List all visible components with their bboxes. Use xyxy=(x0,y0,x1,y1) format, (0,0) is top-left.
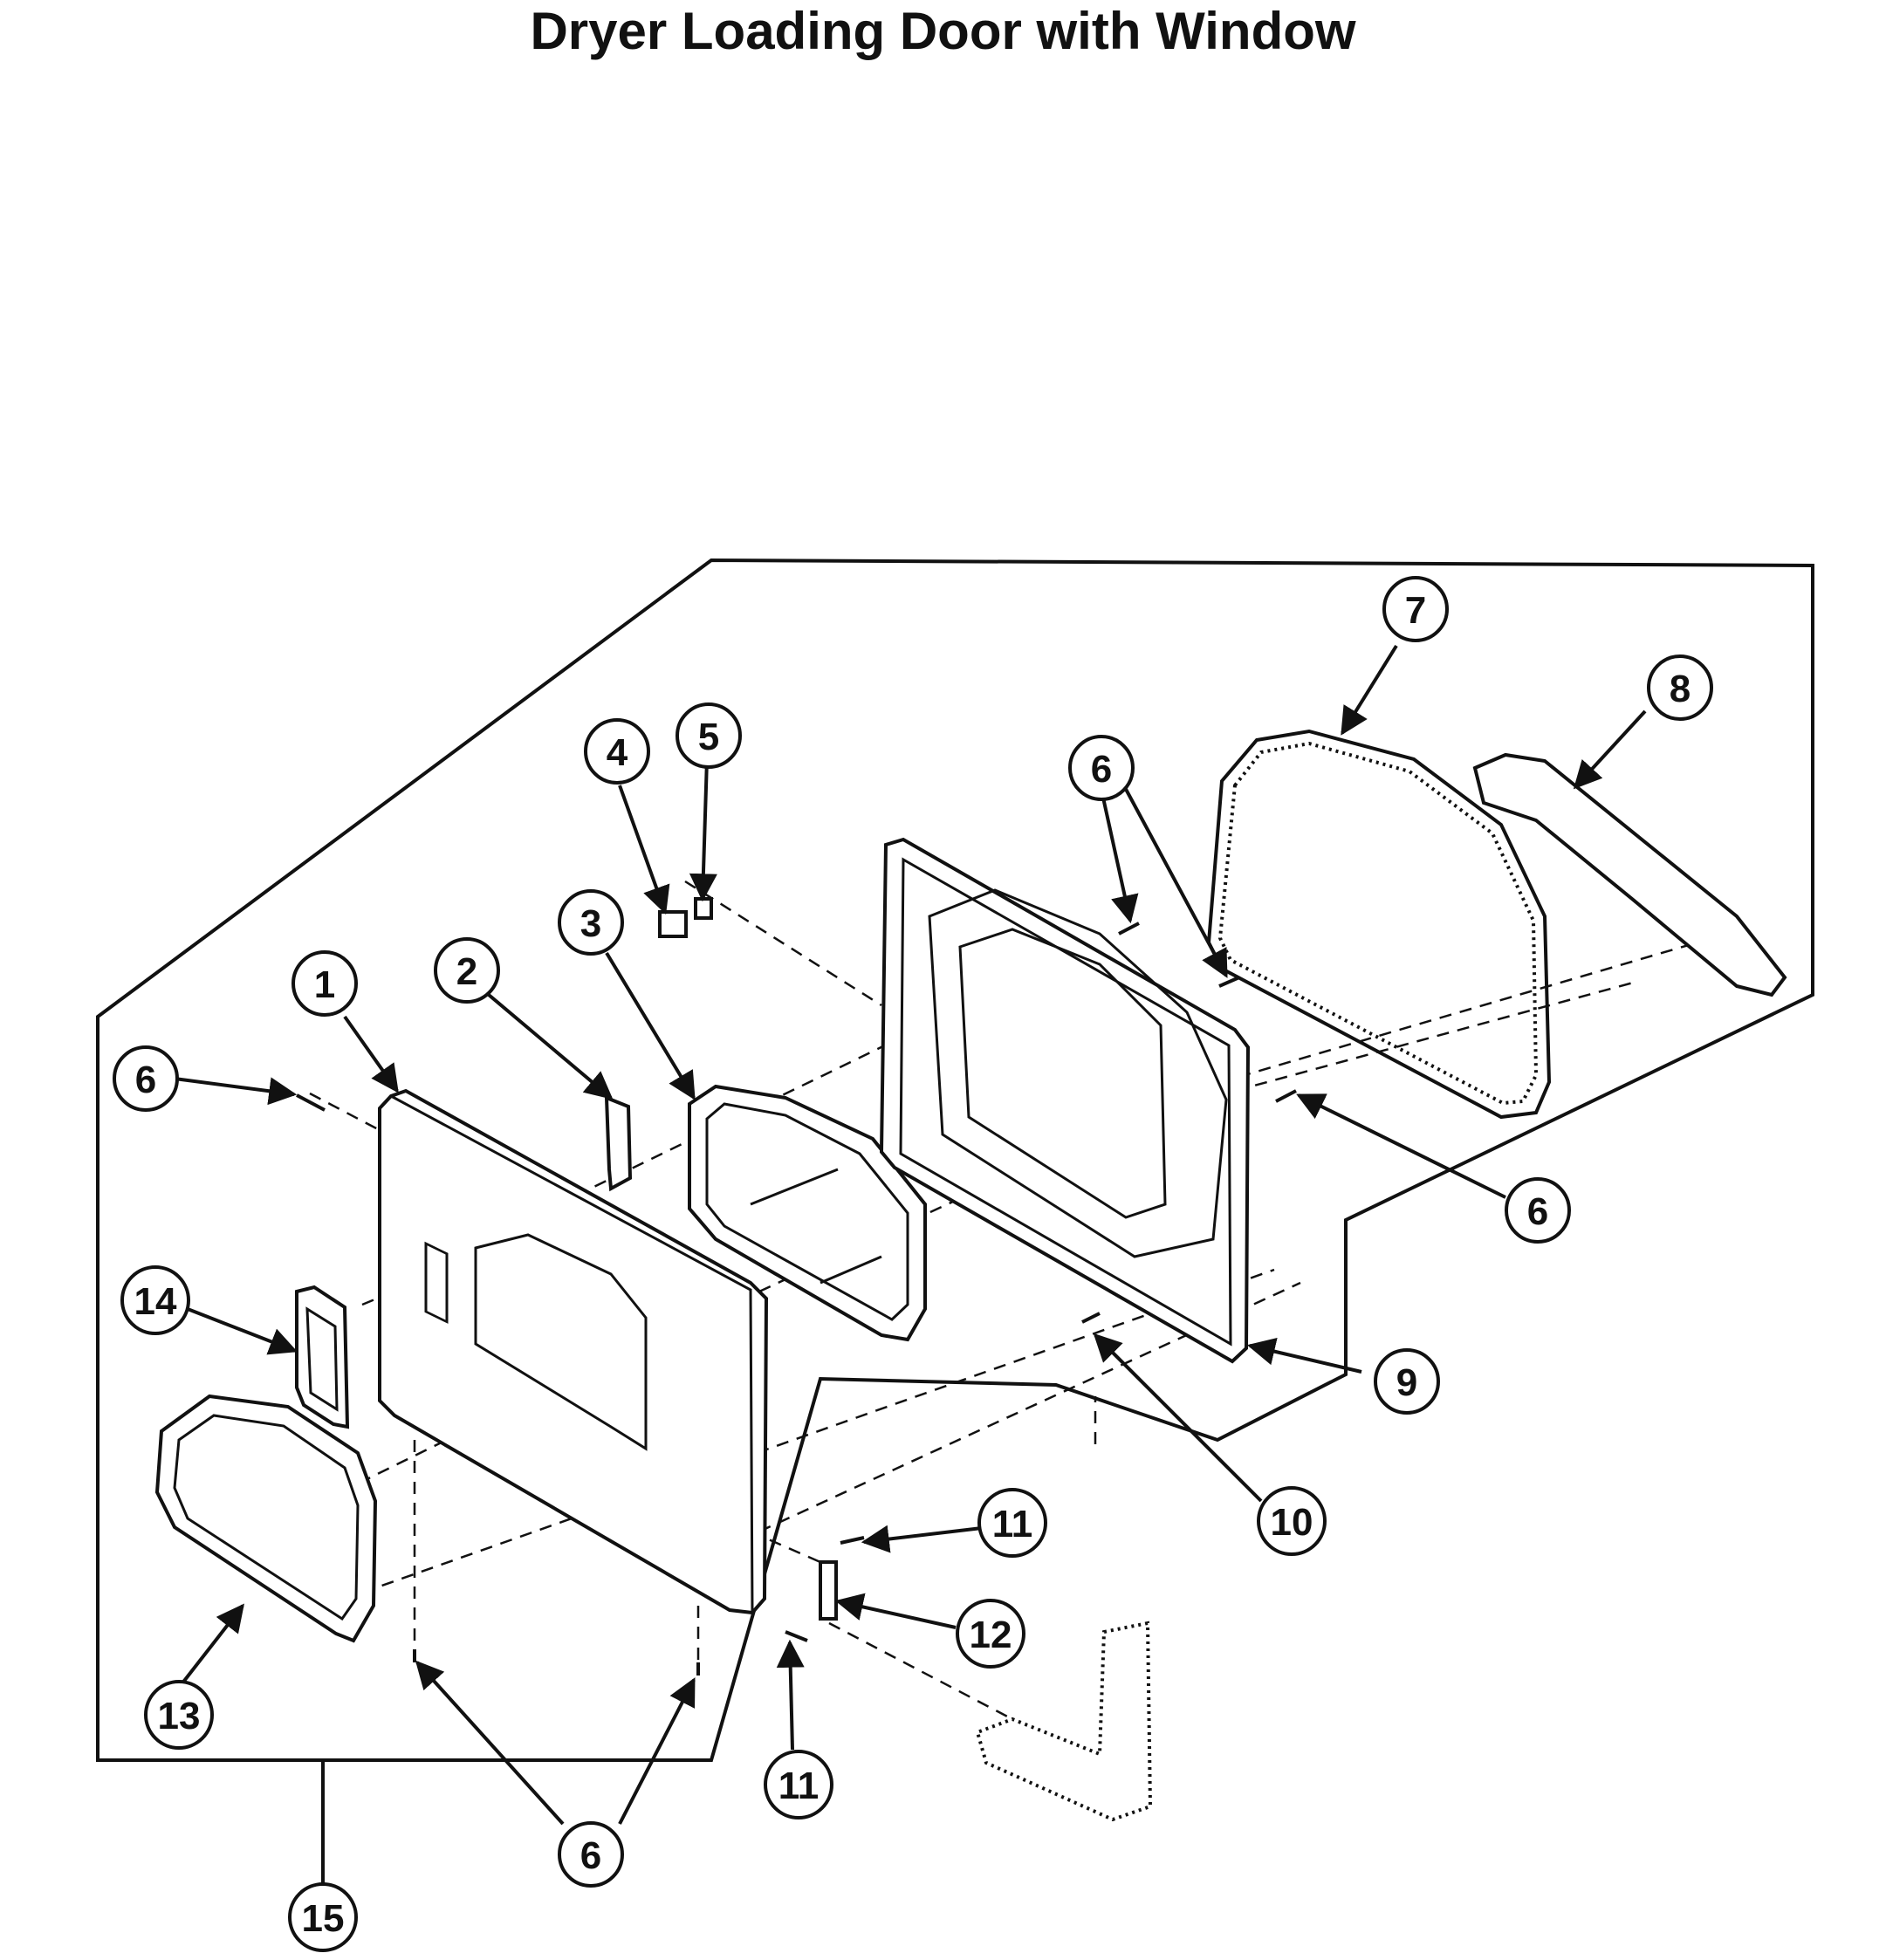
leader-arrows xyxy=(174,644,1647,1885)
latch-strike xyxy=(604,1095,633,1192)
screw-icon xyxy=(840,1536,865,1545)
svg-text:11: 11 xyxy=(992,1503,1033,1545)
svg-text:6: 6 xyxy=(1527,1190,1548,1233)
svg-text:11: 11 xyxy=(778,1765,820,1807)
svg-text:14: 14 xyxy=(134,1280,177,1323)
page-title: Dryer Loading Door with Window xyxy=(530,2,1356,60)
svg-text:12: 12 xyxy=(970,1614,1012,1656)
kit-boundary xyxy=(96,558,1814,1762)
door-catch xyxy=(658,910,688,938)
screw-icon xyxy=(785,1630,808,1642)
cabinet-hinge xyxy=(975,1621,1153,1822)
callout-14: 14 xyxy=(120,1265,190,1335)
svg-text:8: 8 xyxy=(1670,668,1691,710)
callout-1: 1 xyxy=(291,950,358,1017)
window-glass xyxy=(688,1084,927,1342)
svg-text:2: 2 xyxy=(456,950,477,993)
callout-10: 10 xyxy=(1257,1486,1327,1556)
callout-6-top: 6 xyxy=(1068,735,1135,801)
svg-text:6: 6 xyxy=(1091,748,1112,791)
callout-12: 12 xyxy=(956,1599,1025,1669)
callout-5: 5 xyxy=(676,702,742,769)
door-handle xyxy=(295,1285,350,1429)
callout-6-right: 6 xyxy=(1505,1177,1571,1244)
screw-icons xyxy=(296,922,1297,1676)
outer-window-frame xyxy=(154,1394,378,1643)
svg-text:1: 1 xyxy=(314,963,335,1006)
svg-text:10: 10 xyxy=(1271,1501,1313,1544)
svg-text:4: 4 xyxy=(607,731,628,774)
callout-7: 7 xyxy=(1382,576,1449,642)
hinge-plate xyxy=(819,1560,838,1621)
svg-text:9: 9 xyxy=(1396,1361,1417,1404)
handle-bracket xyxy=(1472,752,1787,997)
svg-text:6: 6 xyxy=(135,1059,156,1101)
svg-text:3: 3 xyxy=(580,902,601,945)
callout-4: 4 xyxy=(584,718,650,785)
screw-icon xyxy=(1081,1312,1101,1324)
callout-8: 8 xyxy=(1647,654,1713,721)
callout-6-bottom: 6 xyxy=(558,1821,624,1888)
svg-text:7: 7 xyxy=(1405,589,1426,632)
catch-clip xyxy=(694,897,713,920)
callout-6-left: 6 xyxy=(113,1045,179,1112)
svg-text:13: 13 xyxy=(158,1695,201,1737)
callout-11-top: 11 xyxy=(977,1488,1047,1558)
callout-15: 15 xyxy=(288,1882,358,1952)
callout-3: 3 xyxy=(558,889,624,956)
callout-11-bottom: 11 xyxy=(764,1750,833,1820)
door-outer-panel xyxy=(378,1088,769,1615)
screw-icon xyxy=(1275,1089,1297,1103)
callout-9: 9 xyxy=(1374,1348,1440,1415)
screw-icon xyxy=(296,1093,326,1112)
screw-icon xyxy=(1218,976,1240,988)
svg-text:6: 6 xyxy=(580,1834,601,1877)
svg-text:5: 5 xyxy=(698,716,719,758)
svg-text:15: 15 xyxy=(302,1897,345,1940)
door-inner-liner xyxy=(879,837,1251,1364)
screw-icon xyxy=(1118,922,1140,935)
callout-2: 2 xyxy=(434,937,500,1004)
callout-13: 13 xyxy=(144,1680,214,1750)
